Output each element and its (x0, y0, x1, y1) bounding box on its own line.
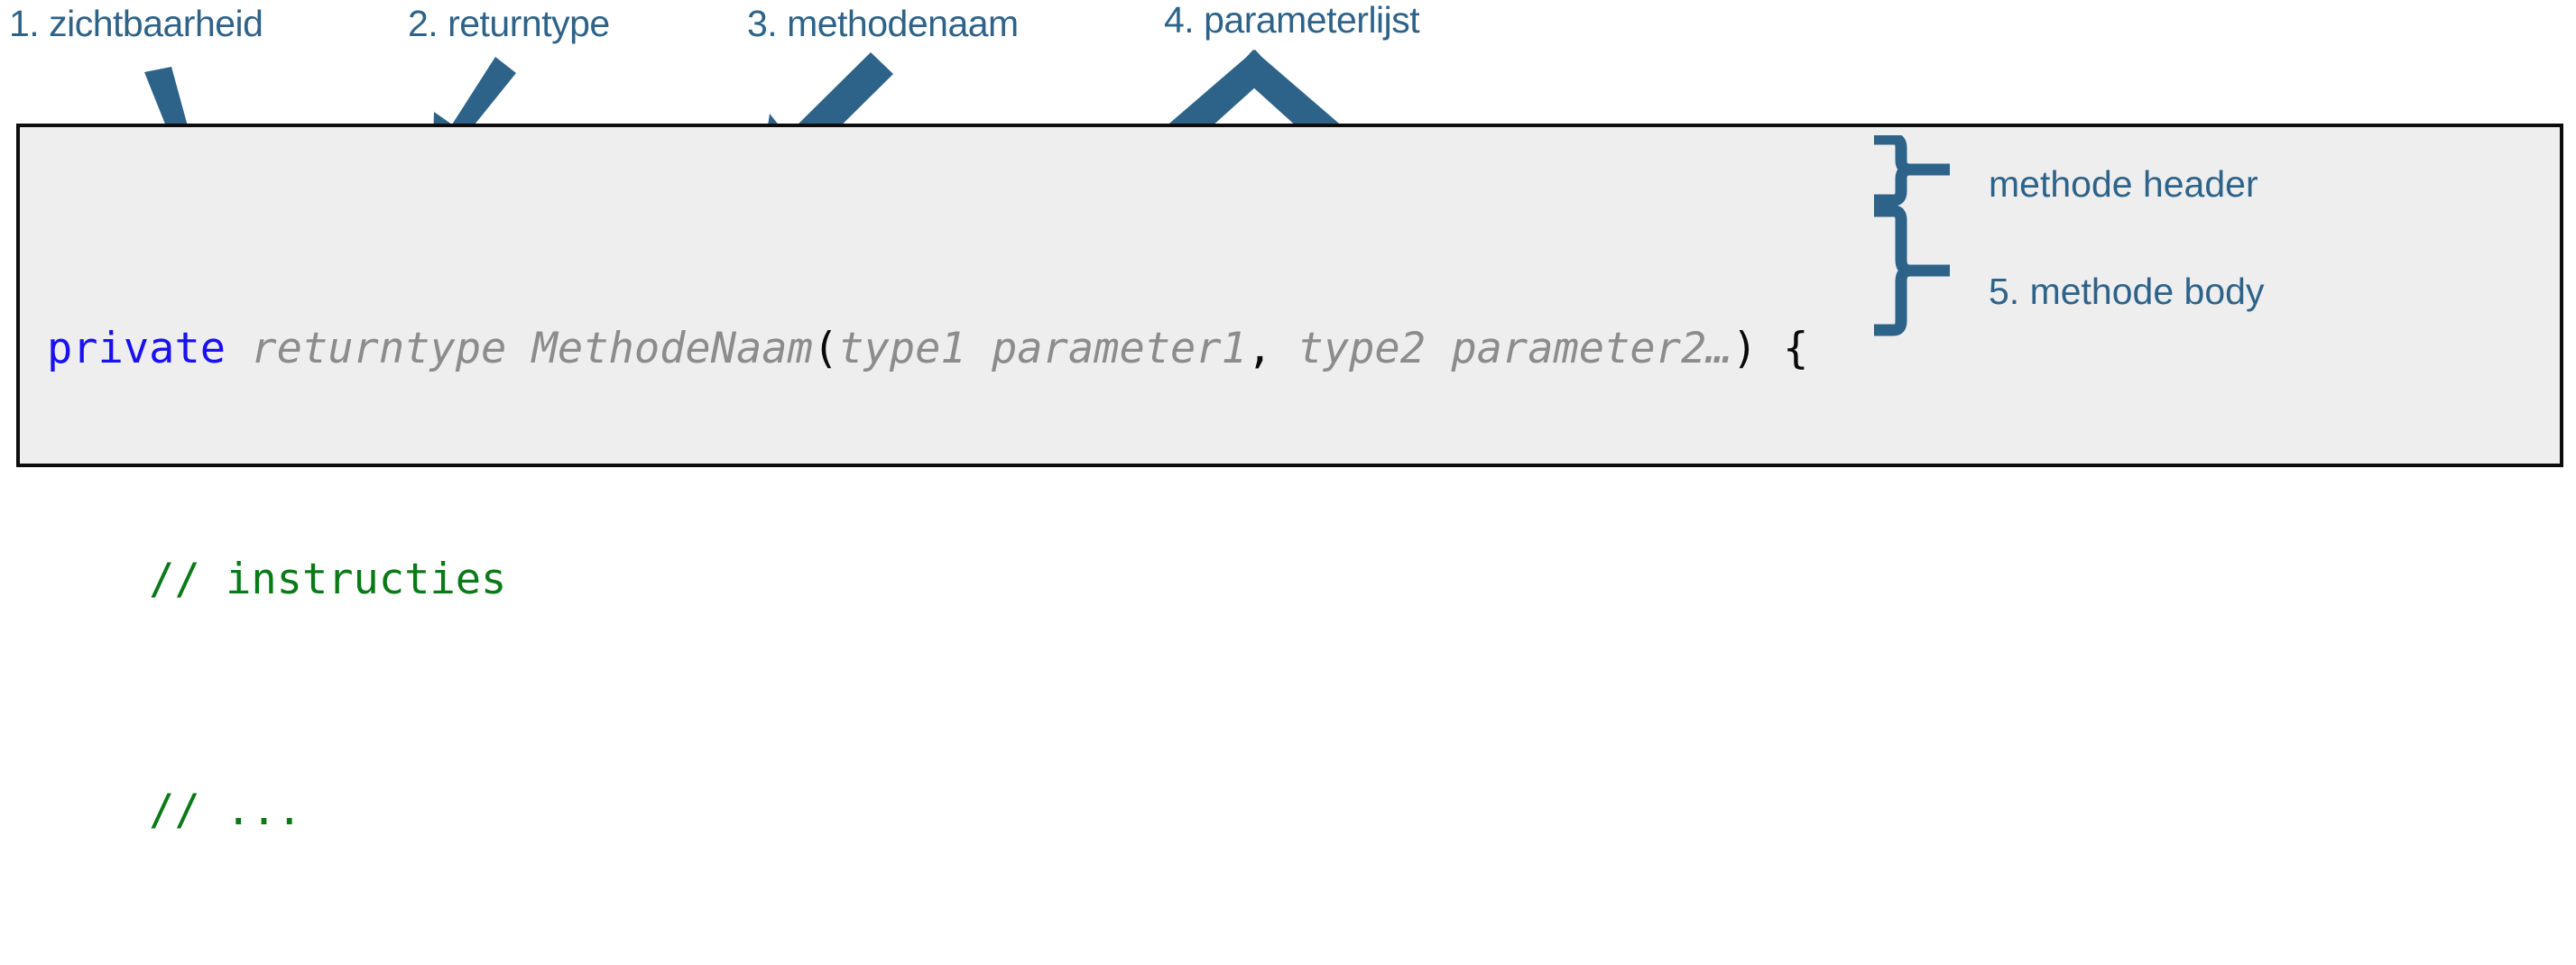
annotation-label-parameterlijst: 4. parameterlijst (1164, 0, 1420, 41)
code-token-comment-instructies: // instructies (47, 555, 507, 604)
code-token-punct-close-brace-open: ) { (1731, 324, 1809, 373)
code-token-keyword-private: private (47, 324, 252, 373)
code-token-placeholder-param1: type1 parameter1 (838, 324, 1247, 373)
code-token-punct-open-paren: ( (812, 324, 839, 373)
code-token-placeholder-methodenaam: MethodeNaam (531, 324, 813, 373)
annotation-label-methodenaam: 3. methodenaam (747, 3, 1019, 44)
code-line-method-header: private returntype MethodeNaam(type1 par… (47, 320, 1808, 378)
annotation-label-returntype: 2. returntype (408, 3, 610, 44)
annotation-label-zichtbaarheid: 1. zichtbaarheid (9, 3, 263, 44)
code-lines: private returntype MethodeNaam(type1 par… (47, 147, 1808, 965)
callout-label-methode-header: methode header (1989, 163, 2258, 205)
code-line-comment-instructies: // instructies (47, 551, 1808, 609)
callout-label-methode-body: 5. methode body (1989, 271, 2265, 312)
code-token-placeholder-param2: type2 parameter2… (1297, 324, 1732, 373)
code-line-comment-ellipsis: // ... (47, 782, 1808, 840)
code-token-comment-ellipsis: // ... (47, 786, 302, 835)
code-token-placeholder-returntype: returntype (251, 324, 532, 373)
code-token-punct-comma: , (1246, 324, 1298, 373)
